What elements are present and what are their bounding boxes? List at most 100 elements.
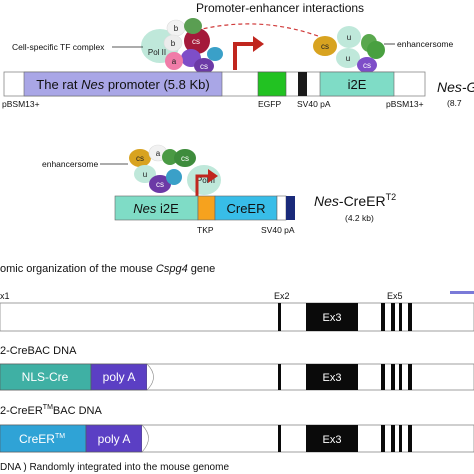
egfp-label: EGFP: [258, 99, 281, 109]
creer-tm-segment: [0, 424, 87, 453]
bac1-ex6: [399, 364, 402, 390]
bac1-ex5: [391, 364, 395, 390]
nes-promoter-segment: [23, 71, 223, 97]
nls-cre-label: NLS-Cre: [22, 370, 69, 384]
nes-i2e-label: Nes i2E: [133, 201, 179, 216]
bac2-ex5: [391, 425, 395, 452]
enh-cs1-blob: [313, 36, 337, 56]
mid-cs3-blob: [149, 175, 171, 193]
blue-blob: [207, 47, 223, 61]
nes-promoter-label: The rat Nes promoter (5.8 Kb): [36, 77, 209, 92]
tkp-label: TKP: [197, 225, 214, 235]
complex-b1: b: [174, 24, 179, 33]
mid-a: a: [156, 149, 161, 158]
sv40-segment-top: [298, 72, 307, 96]
complex-a: a: [172, 57, 177, 66]
tss-arrowhead-mid: [208, 169, 218, 183]
polya-segment-2: [85, 424, 143, 453]
bac1-ex4: [381, 364, 385, 390]
ex5-exon: [391, 303, 395, 331]
mid-construct-size: (4.2 kb): [345, 213, 374, 223]
red-blob: [184, 28, 210, 54]
ex6-exon: [399, 303, 402, 331]
bac1-ex2: [278, 364, 281, 390]
mid-u: u: [143, 170, 147, 179]
enh-cs1: cs: [321, 42, 329, 51]
bac2-ex3-exon: [306, 425, 358, 452]
interaction-arc: [189, 23, 319, 37]
bac2-junction: [141, 424, 149, 453]
egfp-segment: [257, 71, 287, 97]
mid-cs1: cs: [136, 154, 144, 163]
i2e-segment: [319, 71, 395, 97]
creer-segment: [214, 195, 278, 221]
mid-cs1-blob: [129, 149, 151, 167]
enh-cs2: cs: [363, 61, 371, 70]
sv40-label-top: SV40 pA: [297, 99, 331, 109]
footnote: DNA ) Randomly integrated into the mouse…: [0, 462, 229, 473]
bac1-ex3-exon: [306, 364, 358, 390]
enhancersome-label-mid: enhancersome: [42, 159, 99, 169]
bac2-ex6: [399, 425, 402, 452]
mid-cs2: cs: [181, 154, 189, 163]
mid-construct-name: Nes-CreERT2: [314, 192, 396, 209]
complex-b2: b: [171, 39, 176, 48]
ex2-label: Ex2: [274, 291, 290, 301]
complex-cs1: cs: [192, 37, 200, 46]
ex5-label: Ex5: [387, 291, 403, 301]
creer-tm-label: CreERTM: [19, 432, 65, 446]
ex3-exon: [306, 303, 358, 331]
right-vector-label: pBSM13+: [386, 99, 424, 109]
creer-label: CreER: [226, 201, 265, 216]
enhancersome-top: cs u u cs: [313, 26, 385, 73]
genomic-row: [0, 302, 474, 332]
tss-arrowhead-top: [253, 36, 264, 52]
sv40-segment-mid: [286, 196, 295, 220]
enh-green2: [367, 41, 385, 59]
bac2-label: 2-CreERTMBAC DNA: [0, 404, 102, 417]
ex2-exon: [278, 303, 281, 331]
mid-cs2-blob: [174, 149, 196, 167]
tss-arrow-mid: [195, 174, 211, 196]
mid-u-blob: [134, 165, 156, 183]
bac2-ex4: [381, 425, 385, 452]
bac1-ex3-label: Ex3: [323, 372, 342, 384]
ex4-exon: [381, 303, 385, 331]
bac1-label: 2-CreBAC DNA: [0, 345, 77, 357]
enhancersome-middle: cs a cs u cs Pol II: [129, 144, 221, 195]
enhancersome-label-top: enhancersome: [397, 39, 454, 49]
diagram-title: Promoter-enhancer interactions: [196, 1, 364, 15]
enh-u2-blob: [336, 48, 360, 68]
ex7-exon: [408, 303, 412, 331]
complex-polii: Pol II: [148, 48, 166, 57]
enh-u1-blob: [337, 26, 361, 48]
i2e-label: i2E: [348, 77, 367, 92]
sv40-label-mid: SV40 pA: [261, 225, 295, 235]
bac1-ex7: [408, 364, 412, 390]
gene-organization-heading: omic organization of the mouse Cspg4 gen…: [0, 263, 215, 275]
bac2-ex3-label: Ex3: [323, 434, 342, 446]
enh-u1: u: [347, 33, 351, 42]
b-blob-mid: [163, 34, 183, 52]
complex-cs2: cs: [200, 62, 208, 71]
polya-label-2: poly A: [98, 432, 131, 446]
tss-arrow-top: [233, 42, 255, 70]
ex3-label: Ex3: [323, 312, 342, 324]
bac1-junction: [146, 363, 154, 391]
top-construct-name: Nes-G: [437, 79, 474, 95]
tf-complex: b b cs Pol II a cs: [141, 18, 223, 74]
green-blob-top: [184, 18, 202, 34]
mid-cs3: cs: [156, 180, 164, 189]
spacer-segment: [276, 195, 287, 221]
a-blob: [165, 52, 183, 70]
mid-green-blob: [162, 149, 178, 165]
mid-polii: Pol II: [197, 176, 215, 185]
enh-u2: u: [346, 54, 350, 63]
blue-scale-tick: [450, 291, 474, 294]
left-vector-label: pBSM13+: [2, 99, 40, 109]
nes-i2e-segment: [114, 195, 199, 221]
cs-blob-dark: [194, 58, 214, 74]
bac2-ex2: [278, 425, 281, 452]
enh-cs2-blob: [357, 57, 377, 73]
